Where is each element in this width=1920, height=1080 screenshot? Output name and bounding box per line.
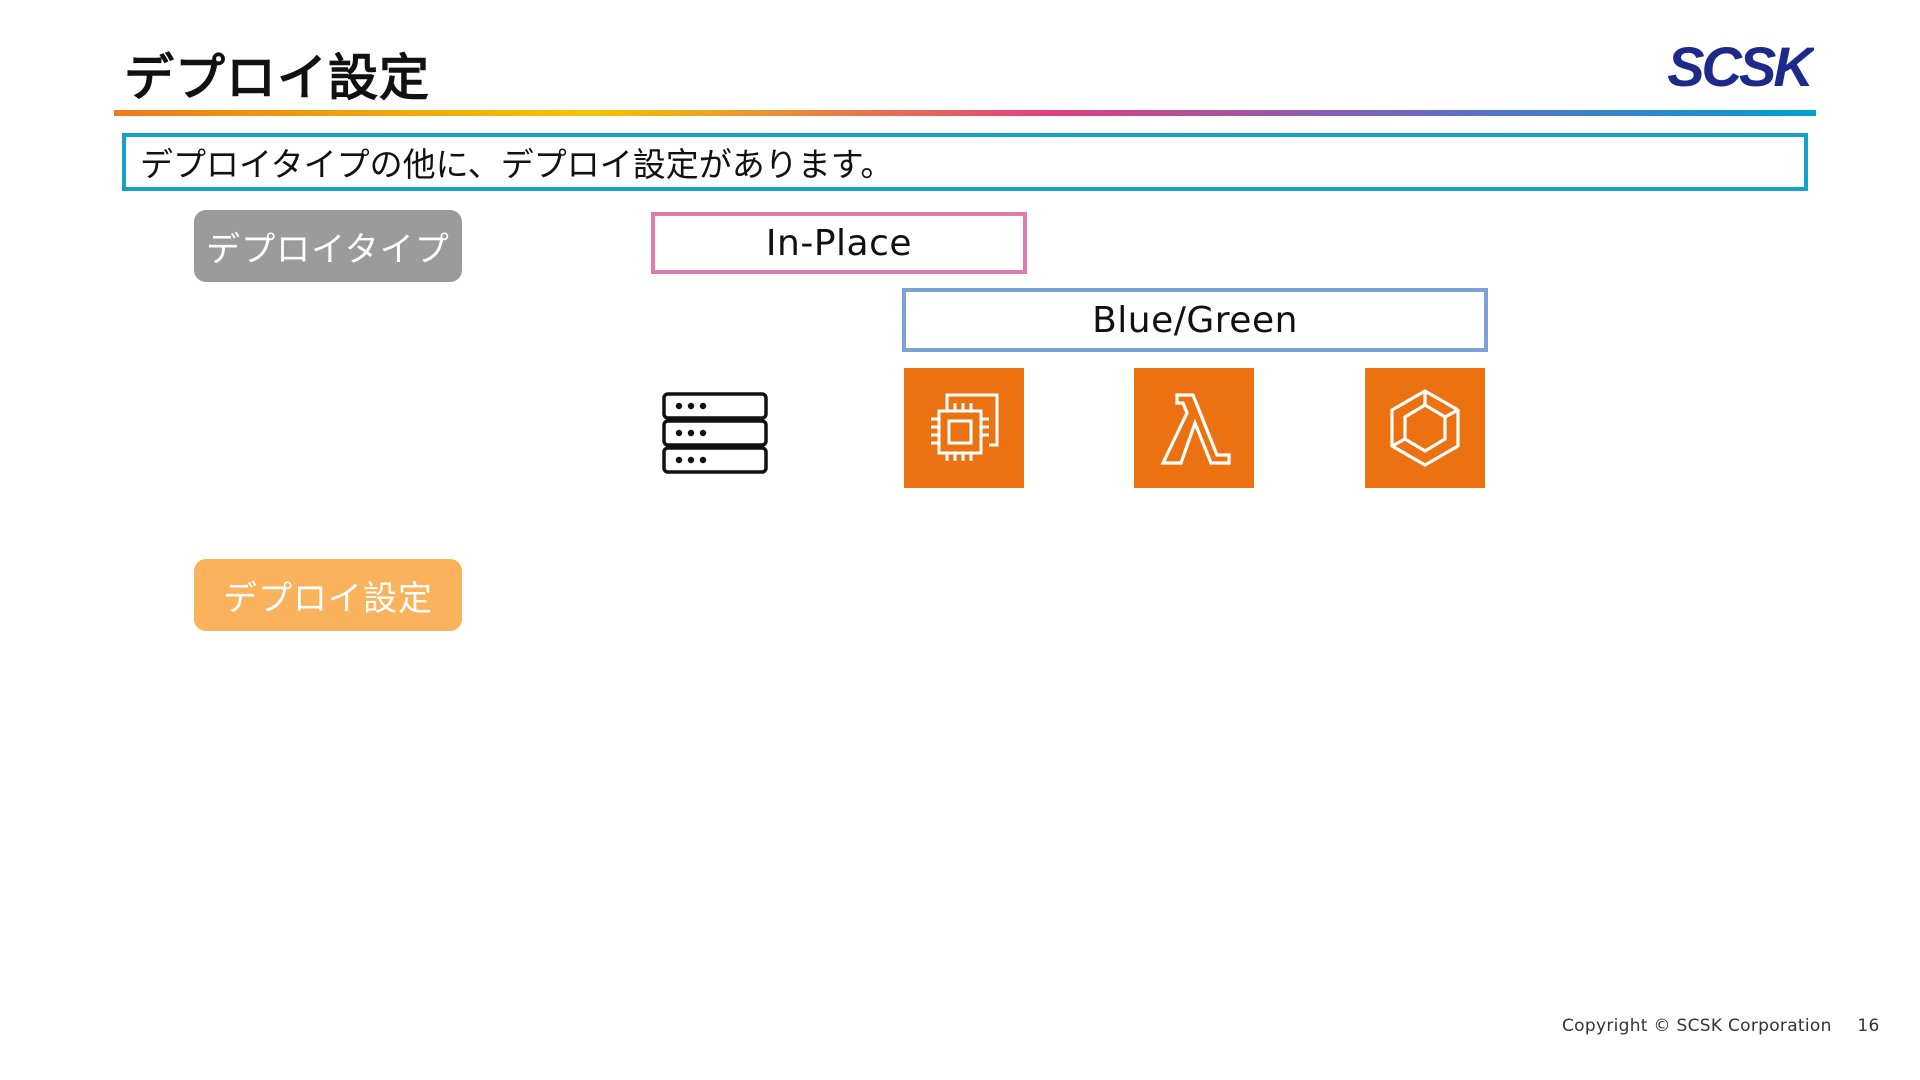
slide-title: デプロイ設定: [124, 49, 430, 107]
scsk-logo: SCSK: [1667, 36, 1814, 96]
in-place-box: In-Place: [651, 212, 1027, 274]
copyright-text: Copyright © SCSK Corporation: [1562, 1016, 1832, 1036]
aws-ec2-icon: [904, 368, 1024, 488]
deploy-type-label-text: デプロイタイプ: [206, 229, 450, 270]
blue-green-box: Blue/Green: [902, 288, 1488, 352]
ec2-chip-icon: [931, 393, 999, 461]
svg-text:SCSK: SCSK: [1667, 36, 1814, 96]
in-place-label: In-Place: [765, 222, 913, 264]
ecs-hexagon-icon: [1390, 389, 1460, 467]
lambda-symbol-icon: [1160, 393, 1231, 465]
deploy-config-label-text: デプロイ設定: [223, 578, 433, 619]
title-underline: [114, 110, 1816, 116]
server-rack-icon: [662, 392, 768, 474]
lead-text-box: デプロイタイプの他に、デプロイ設定があります。: [122, 133, 1808, 191]
lead-text: デプロイタイプの他に、デプロイ設定があります。: [140, 145, 894, 184]
aws-lambda-icon: [1134, 368, 1254, 488]
deploy-type-label: デプロイタイプ: [194, 210, 462, 282]
blue-green-label: Blue/Green: [1092, 299, 1298, 341]
page-number: 16: [1857, 1016, 1880, 1036]
deploy-config-label: デプロイ設定: [194, 559, 462, 631]
aws-ecs-icon: [1365, 368, 1485, 488]
footer: Copyright © SCSK Corporation 16: [1562, 1016, 1880, 1036]
